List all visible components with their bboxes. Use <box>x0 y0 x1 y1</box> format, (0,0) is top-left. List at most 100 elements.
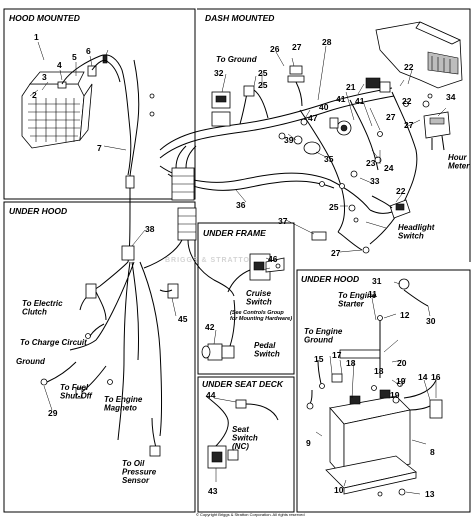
part-number: 39 <box>284 135 294 145</box>
fuse-holder <box>429 399 443 419</box>
section-title-dash-mounted: DASH MOUNTED <box>205 13 274 23</box>
part-number: 1 <box>34 32 39 42</box>
label-to-ground: To Ground <box>216 55 258 64</box>
hood-mounted-box <box>3 8 196 200</box>
dash-panel <box>375 21 463 89</box>
under-hood-harness <box>69 261 162 441</box>
part-number: 42 <box>205 322 215 332</box>
ground-terminal <box>243 85 255 97</box>
part-number: 47 <box>308 113 318 123</box>
part-number: 34 <box>446 92 456 102</box>
part-number: 41 <box>336 94 346 104</box>
part-number: 24 <box>384 163 394 173</box>
part-number: 2 <box>32 90 37 100</box>
part-number: 15 <box>314 354 324 364</box>
part-number: 22 <box>396 186 406 196</box>
part-number: 25 <box>258 80 268 90</box>
part-number: 14 <box>418 372 428 382</box>
part-number: 25 <box>329 202 339 212</box>
under-seat-deck-box <box>197 376 295 513</box>
part-number: 3 <box>42 72 47 82</box>
dash-knob-35 <box>303 141 321 155</box>
headlight-assembly <box>21 71 93 149</box>
dash-mounted-box <box>197 8 471 262</box>
part-number: 7 <box>97 143 102 153</box>
bulb-socket <box>57 81 67 89</box>
part-number: 11 <box>368 289 377 299</box>
hood-connector <box>87 65 97 77</box>
part-number: 18 <box>374 366 384 376</box>
part-number: 6 <box>86 46 91 56</box>
part-number: 13 <box>425 489 435 499</box>
part-number: 16 <box>431 372 441 382</box>
watermark: BRIGGS & STRATTON <box>165 257 256 264</box>
part-number: 46 <box>268 254 278 264</box>
part-number: 5 <box>72 52 77 62</box>
part-number: 36 <box>236 200 246 210</box>
part-number: 9 <box>306 438 311 448</box>
dash-clip-26 <box>289 65 303 75</box>
pedal-switch-part <box>201 343 235 361</box>
part-number: 37 <box>278 216 288 226</box>
part-number: 27 <box>386 112 396 122</box>
hood-plug <box>125 175 135 189</box>
part-number: 21 <box>346 82 356 92</box>
hour-meter-part <box>423 111 451 151</box>
seat-switch-part <box>207 445 239 469</box>
cruise-switch-part <box>249 253 285 281</box>
battery-tray <box>325 455 417 495</box>
part-number: 30 <box>426 316 436 326</box>
section-title-under-seat-deck: UNDER SEAT DECK <box>202 379 284 389</box>
part-number: 27 <box>331 248 341 258</box>
part-number: 18 <box>346 358 356 368</box>
dash-switch-21 <box>365 77 381 89</box>
under-hood-plug <box>121 245 135 261</box>
part-number: 22 <box>402 96 412 106</box>
section-title-under-hood-left: UNDER HOOD <box>9 206 67 216</box>
part-numbers: 1 2 3 4 5 6 7 8 9 10 11 12 13 14 15 16 1… <box>32 32 456 499</box>
label-to-charge-circuit: To Charge Circuit <box>20 338 87 347</box>
part-number: 35 <box>324 154 334 164</box>
part-number: 38 <box>145 224 155 234</box>
battery-hold-down <box>339 349 381 359</box>
part-number: 25 <box>258 68 268 78</box>
part-number: 28 <box>322 37 332 47</box>
part-number: 10 <box>334 485 344 495</box>
part-number: 4 <box>57 60 62 70</box>
part-number: 19 <box>390 390 400 400</box>
part-number: 26 <box>270 44 280 54</box>
part-number: 19 <box>396 376 406 386</box>
part-number: 12 <box>400 310 410 320</box>
seat-deck-wire <box>205 395 229 449</box>
dash-bracket-27 <box>311 231 327 241</box>
part-number: 20 <box>397 358 407 368</box>
part-number: 41 <box>355 96 365 106</box>
hood-connector-small <box>102 54 108 64</box>
headlight-switch-part <box>389 199 411 219</box>
section-title-under-hood-right: UNDER HOOD <box>301 274 359 284</box>
part-number: 43 <box>208 486 218 496</box>
section-title-under-frame: UNDER FRAME <box>203 228 266 238</box>
copyright: © Copyright Briggs & Stratton Corporatio… <box>196 512 305 517</box>
section-boxes <box>3 8 471 513</box>
under-frame-box <box>197 222 295 375</box>
under-hood-right-box <box>296 269 471 513</box>
part-number: 31 <box>372 276 382 286</box>
clutch-connector <box>85 283 97 299</box>
main-harness-upper <box>159 87 393 151</box>
part-number: 23 <box>366 158 376 168</box>
part-number: 40 <box>319 102 329 112</box>
section-title-hood-mounted: HOOD MOUNTED <box>9 13 80 23</box>
